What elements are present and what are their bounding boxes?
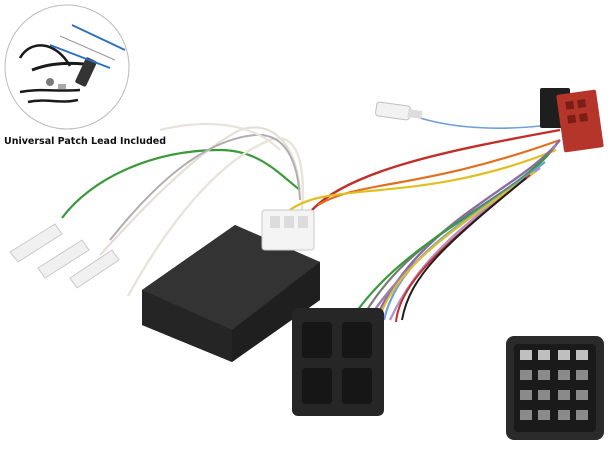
wire-white-2 <box>126 137 304 297</box>
white-connector <box>261 209 315 251</box>
wire-yellow <box>289 148 557 211</box>
interface-module <box>142 225 320 362</box>
black-iso-plug <box>292 308 384 416</box>
wire-red <box>311 128 561 211</box>
wire-white-3 <box>159 122 281 151</box>
patch-lead-inset <box>4 4 130 130</box>
wire-bundle <box>351 139 561 323</box>
wire-blue-thin <box>419 117 549 129</box>
vehicle-connector-closeup <box>506 336 604 440</box>
wire-green <box>61 148 301 219</box>
bullet-connectors <box>9 223 120 289</box>
inset-caption: Universal Patch Lead Included <box>4 136 167 147</box>
single-plug <box>375 101 423 121</box>
wire-orange <box>317 138 561 206</box>
iso-connector-red <box>540 88 604 153</box>
wire-grey-1 <box>109 133 301 241</box>
wire-white-1 <box>99 126 302 256</box>
